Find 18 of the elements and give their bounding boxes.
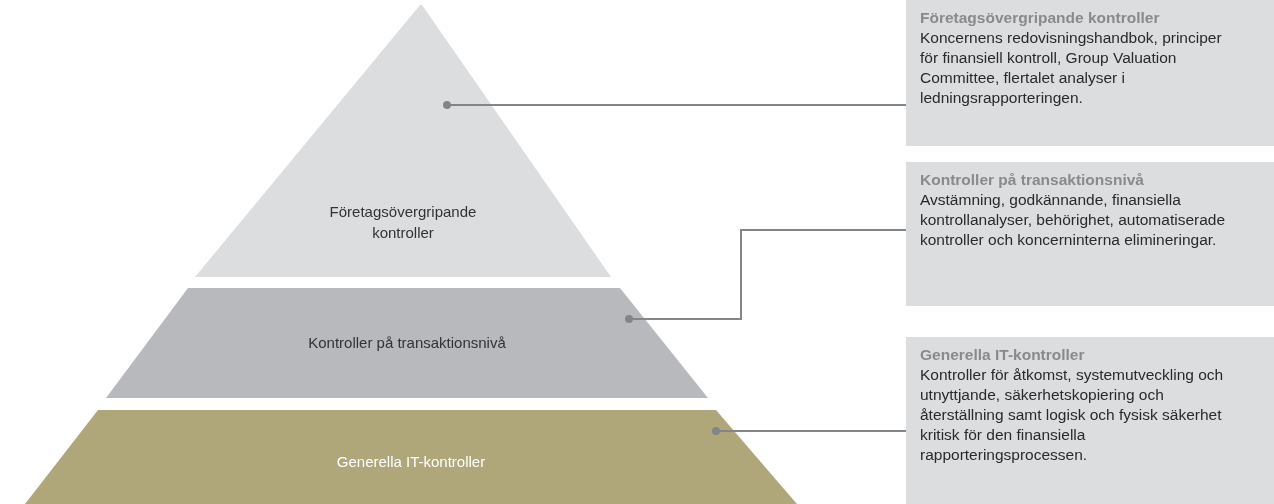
pyramid-tier (25, 410, 797, 504)
box-text: Kontroller för åtkomst, systemutveckling och utnyttjande, säkerhetskopiering och återställning samt logisk och fysisk säkerhet kritisk för den finansiella rapporteringsprocessen. (920, 365, 1225, 465)
description-box (906, 162, 1274, 306)
box-text: Avstämning, godkännande, finansiella kontrollanalyser, behörighet, automatiserade kontroller och koncerninterna elimineringar. (920, 190, 1227, 250)
leader-line (712, 427, 907, 435)
description-box (906, 337, 1274, 504)
pyramid-tier (106, 288, 708, 398)
tier-label: Generella IT-kontroller (335, 452, 487, 472)
box-heading: Kontroller på transaktionsnivå (920, 170, 1145, 190)
tier-label: Företagsövergripande kontroller (328, 202, 478, 243)
box-text: Koncernens redovisningshandbok, principer för finansiell kontroll, Group Valuation Committee, flertalet analyser i ledningsrapporteringen. (920, 28, 1223, 108)
tier-label: Kontroller på transaktionsnivå (307, 333, 507, 353)
box-heading: Företagsövergripande kontroller (920, 8, 1161, 28)
pyramid-tier (195, 5, 611, 277)
description-box (906, 0, 1274, 146)
leader-line (625, 229, 907, 323)
box-heading: Generella IT-kontroller (920, 345, 1086, 365)
leader-line (443, 101, 907, 109)
